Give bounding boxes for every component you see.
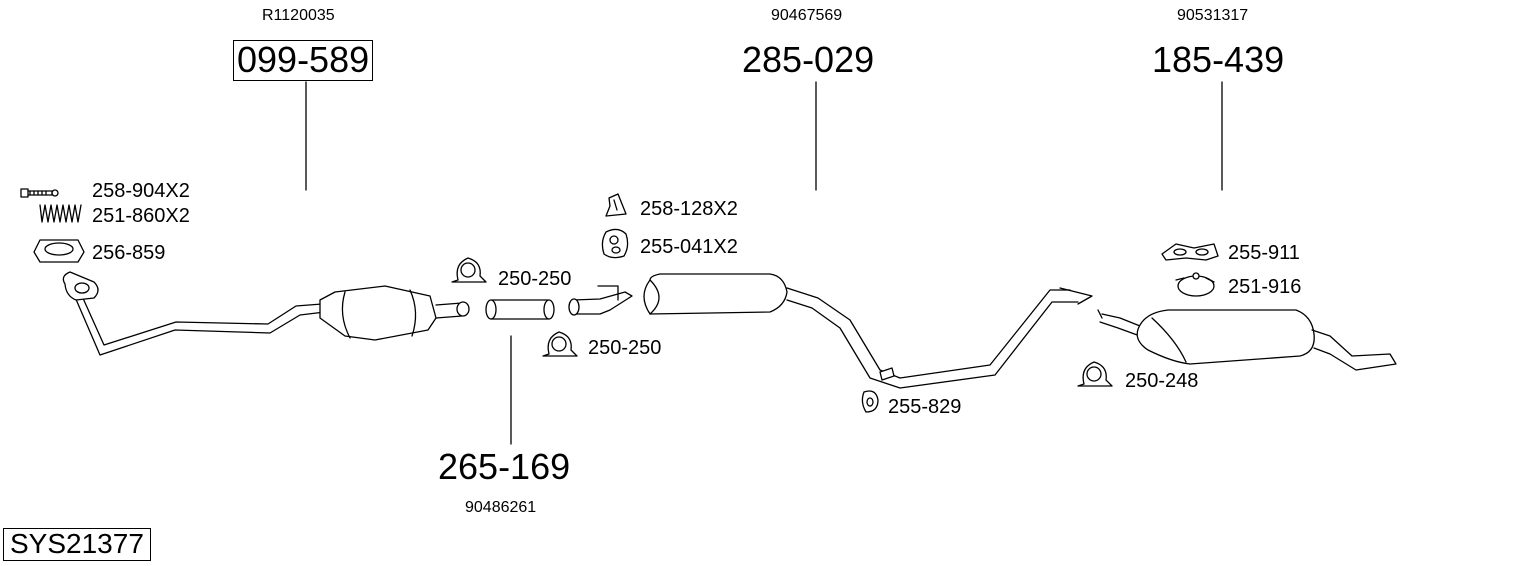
bracket-icon xyxy=(605,193,627,217)
accessory-label[interactable]: 258-904X2 xyxy=(92,180,190,202)
clamp-icon xyxy=(1077,361,1113,387)
leader-lines xyxy=(305,81,1223,445)
accessory-label[interactable]: 255-829 xyxy=(888,396,962,418)
oem-number-label: 90531317 xyxy=(1177,7,1249,24)
accessory-label[interactable]: 255-911 xyxy=(1228,242,1300,264)
clamp-icon xyxy=(542,331,578,357)
band-clamp-icon xyxy=(1175,272,1215,297)
oem-number-label: R1120035 xyxy=(262,7,335,24)
accessory-label[interactable]: 258-128X2 xyxy=(640,198,738,220)
accessory-label[interactable]: 250-250 xyxy=(498,268,572,290)
bolt-icon xyxy=(20,188,59,198)
gasket-plate-icon xyxy=(1161,243,1219,261)
part-number-label-265-169[interactable]: 265-169 xyxy=(438,446,571,487)
rear-muffler-185-439 xyxy=(1097,309,1397,371)
accessory-label[interactable]: 255-041X2 xyxy=(640,236,738,258)
accessory-label[interactable]: 250-250 xyxy=(588,337,662,359)
oem-number-label: 90486261 xyxy=(465,499,537,516)
oem-number-label: 90467569 xyxy=(771,7,843,24)
rubber-hanger-icon xyxy=(601,228,629,259)
accessory-label[interactable]: 251-860X2 xyxy=(92,205,190,227)
clamp-icon xyxy=(451,257,487,283)
rubber-mount-icon xyxy=(861,390,879,413)
accessory-label[interactable]: 250-248 xyxy=(1125,370,1199,392)
gasket-ring-icon xyxy=(33,239,85,263)
accessory-label[interactable]: 251-916 xyxy=(1228,276,1302,298)
accessory-label[interactable]: 256-859 xyxy=(92,242,166,264)
spring-icon xyxy=(39,204,82,223)
part-number-label-099-589[interactable]: 099-589 xyxy=(233,40,374,81)
front-pipe-catalytic-converter-099-589 xyxy=(62,271,470,356)
system-code-label: SYS21377 xyxy=(3,528,151,561)
intermediate-pipe-265-169 xyxy=(485,299,555,320)
part-number-label-285-029[interactable]: 285-029 xyxy=(742,39,875,80)
part-number-label-185-439[interactable]: 185-439 xyxy=(1152,39,1285,80)
center-muffler-285-029 xyxy=(568,273,1093,389)
